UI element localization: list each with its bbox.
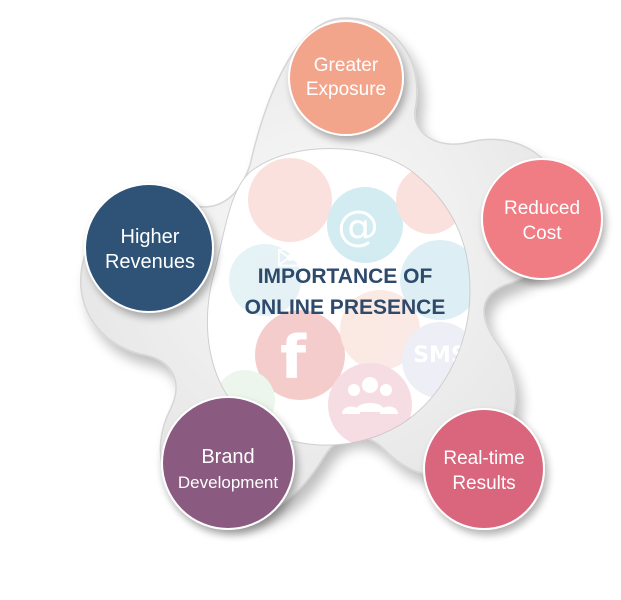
node-reduced-cost-line-1: Reduced	[504, 198, 580, 219]
group-icon	[342, 377, 398, 414]
node-greater-exposure-line-2: Exposure	[306, 79, 386, 100]
email-icon: ✉	[276, 239, 305, 279]
node-greater-exposure: Greater Exposure	[288, 20, 404, 136]
center-title-line-2: ONLINE PRESENCE	[245, 296, 446, 319]
at-sign-icon: @	[337, 201, 379, 250]
node-higher-revenues: Higher Revenues	[84, 183, 214, 313]
facebook-icon: f	[280, 323, 307, 393]
inner-window: @ f SMS ✉	[206, 148, 471, 446]
node-real-time-results: Real-time Results	[423, 408, 545, 530]
node-real-time-results-line-1: Real-time	[443, 448, 524, 469]
node-real-time-results-line-2: Results	[452, 473, 515, 494]
node-greater-exposure-line-1: Greater	[314, 55, 379, 76]
center-title: IMPORTANCE OF ONLINE PRESENCE	[245, 265, 446, 319]
node-reduced-cost-line-2: Cost	[522, 223, 562, 244]
node-brand-development: Brand Development	[161, 396, 295, 530]
node-brand-development-line-2: Development	[178, 473, 278, 492]
node-brand-development-line-1: Brand	[201, 446, 254, 468]
center-title-line-1: IMPORTANCE OF	[258, 265, 433, 288]
node-higher-revenues-line-2: Revenues	[105, 251, 195, 273]
node-reduced-cost: Reduced Cost	[481, 158, 603, 280]
node-higher-revenues-line-1: Higher	[121, 226, 180, 248]
